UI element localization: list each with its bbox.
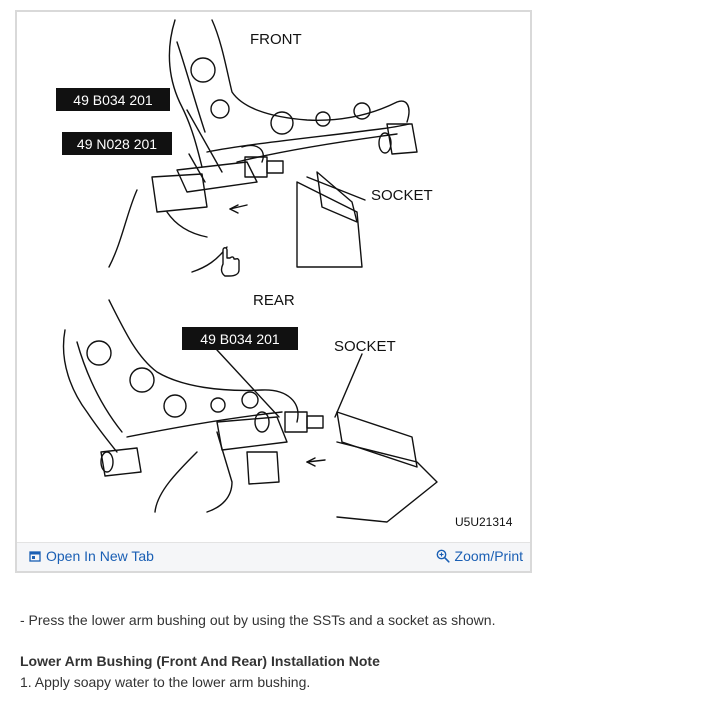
- rear-label: REAR: [253, 292, 295, 309]
- figure-card: FRONT REAR 49 B034 201 49 N028 201 49 B0…: [15, 10, 532, 573]
- rear-lower-arm: [62, 299, 299, 477]
- tool-label-1-bg: [56, 88, 170, 111]
- installation-note-step: 1. Apply soapy water to the lower arm bu…: [20, 674, 311, 690]
- new-tab-icon: [29, 551, 41, 562]
- rear-press-tool: [154, 411, 438, 523]
- front-label: FRONT: [250, 31, 302, 48]
- instruction-step: - Press the lower arm bushing out by usi…: [20, 612, 496, 628]
- cursor-hand-icon: [220, 247, 240, 277]
- technical-diagram: FRONT REAR 49 B034 201 49 N028 201 49 B0…: [56, 19, 513, 529]
- front-press-tool: [108, 156, 363, 273]
- socket-label-front: SOCKET: [371, 187, 433, 204]
- zoom-icon: [436, 549, 450, 563]
- tool-label-3-bg: [182, 327, 298, 350]
- tool-label-3: 49 B034 201: [200, 331, 280, 347]
- tool-label-2: 49 N028 201: [77, 136, 157, 152]
- front-callout-lines: [186, 109, 366, 201]
- rear-callout-lines: [216, 349, 363, 418]
- tool-label-2-bg: [62, 132, 172, 155]
- tool-label-1: 49 B034 201: [73, 92, 153, 108]
- open-in-new-tab-label: Open In New Tab: [46, 548, 154, 564]
- figure-footer: Open In New Tab Zoom/Print: [17, 542, 530, 571]
- zoom-print-label: Zoom/Print: [454, 548, 523, 564]
- zoom-print-link[interactable]: Zoom/Print: [436, 548, 523, 564]
- front-lower-arm: [168, 19, 418, 168]
- open-in-new-tab-link[interactable]: Open In New Tab: [29, 548, 154, 564]
- installation-note-title: Lower Arm Bushing (Front And Rear) Insta…: [20, 653, 380, 669]
- figure-code: U5U21314: [455, 515, 513, 529]
- socket-label-rear: SOCKET: [334, 338, 396, 355]
